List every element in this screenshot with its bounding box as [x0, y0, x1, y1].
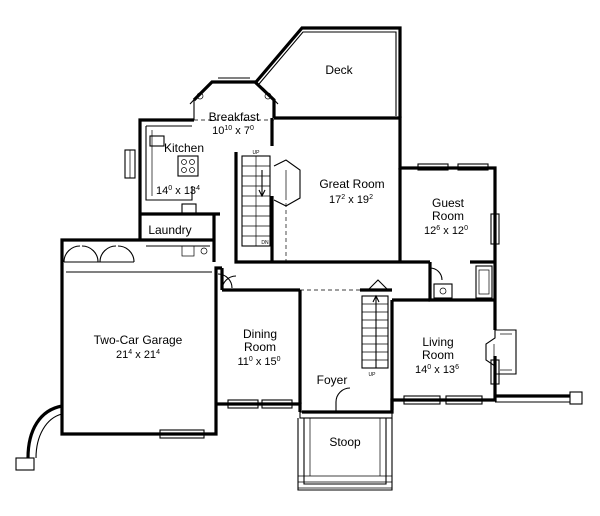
kitchen-label: Kitchen [164, 141, 204, 155]
deck [254, 26, 402, 118]
front-entry [299, 387, 393, 419]
great-room-fireplace [273, 159, 301, 207]
stoop [297, 418, 393, 491]
dining-label: Dining [243, 327, 277, 341]
breakfast-dimensions: 1010 x 70 [212, 125, 254, 137]
guest-room-dimensions: 126 x 120 [424, 225, 468, 237]
living-fireplace [485, 329, 517, 375]
laundry-label: Laundry [148, 223, 191, 237]
breakfast-bay [189, 77, 279, 120]
front-stair-up-label: UP [369, 372, 377, 378]
guest-room-label: Guest [432, 196, 465, 210]
rear-stair-dn-label: DN [261, 240, 269, 246]
bath [429, 265, 493, 299]
garage-dimensions: 214 x 214 [116, 349, 160, 361]
living-dimensions: 140 x 136 [415, 364, 459, 376]
living-label-2: Room [422, 348, 454, 362]
breakfast-label: Breakfast [209, 110, 260, 124]
great-room-label: Great Room [319, 177, 384, 191]
dining-dimensions: 110 x 150 [237, 356, 280, 368]
stoop-label: Stoop [329, 435, 361, 449]
living-label: Living [422, 335, 453, 349]
foyer-label: Foyer [317, 373, 348, 387]
windows [124, 149, 500, 439]
kitchen-dimensions: 140 x 134 [156, 185, 200, 197]
garage-details [15, 245, 237, 471]
east-walkway [495, 391, 583, 405]
dining-label-2: Room [244, 340, 276, 354]
rear-stair-up-label: UP [253, 150, 261, 156]
great-room-dimensions: 172 x 192 [329, 194, 373, 206]
rear-stair: UP DN [241, 150, 271, 247]
guest-room-label-2: Room [432, 209, 464, 223]
garage-label: Two-Car Garage [94, 333, 183, 347]
openings [194, 119, 430, 301]
front-stair: UP [361, 279, 389, 378]
kitchen-details [145, 125, 210, 257]
deck-label: Deck [325, 63, 353, 77]
